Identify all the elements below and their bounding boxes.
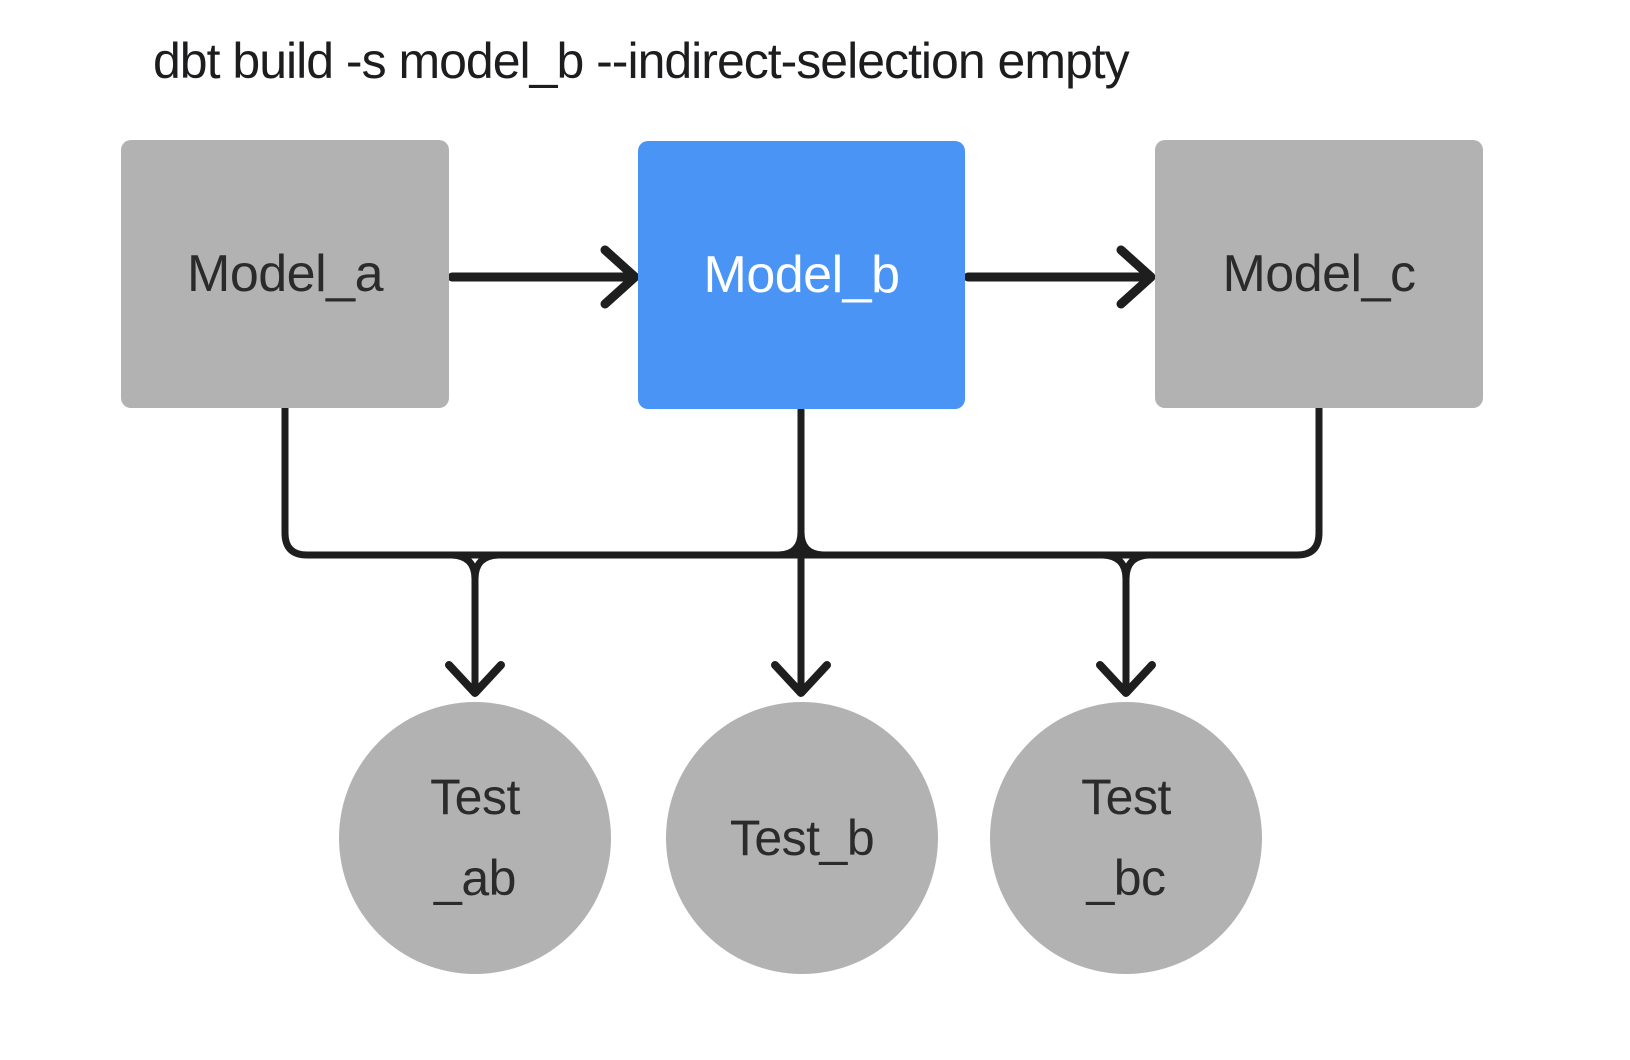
arrowhead-right-icon <box>600 245 640 309</box>
node-label-line: Test <box>430 769 520 825</box>
node-model-c: Model_c <box>1155 140 1483 408</box>
arrowhead-down-icon <box>1096 661 1156 697</box>
edge-bus-models-to-tests <box>281 402 1323 559</box>
node-label: Model_a <box>187 245 383 303</box>
arrowhead-down-icon <box>771 661 831 697</box>
node-test-ab: Test _ab <box>339 702 611 974</box>
arrowhead-down-icon <box>445 661 505 697</box>
edge-model-b-to-test-b <box>771 406 831 697</box>
node-label-line: Test_b <box>729 809 875 866</box>
node-label: Model_c <box>1222 245 1416 303</box>
edge-branch-to-test-ab <box>445 551 505 697</box>
command-title: dbt build -s model_b --indirect-selectio… <box>153 33 1130 89</box>
edge-model-b-to-model-c <box>963 245 1156 309</box>
node-label-line: _ab <box>434 850 516 906</box>
node-test-b: Test_b <box>666 702 938 974</box>
arrowhead-right-icon <box>1116 245 1156 309</box>
node-label: Model_b <box>703 246 900 304</box>
node-model-b-selected: Model_b <box>638 141 965 409</box>
edge-model-a-to-model-b <box>447 245 640 309</box>
edge-branch-to-test-bc <box>1096 551 1156 697</box>
node-label-line: _bc <box>1086 850 1166 906</box>
node-test-bc: Test _bc <box>990 702 1262 974</box>
node-label-line: Test <box>1081 769 1171 825</box>
node-model-a: Model_a <box>121 140 449 408</box>
